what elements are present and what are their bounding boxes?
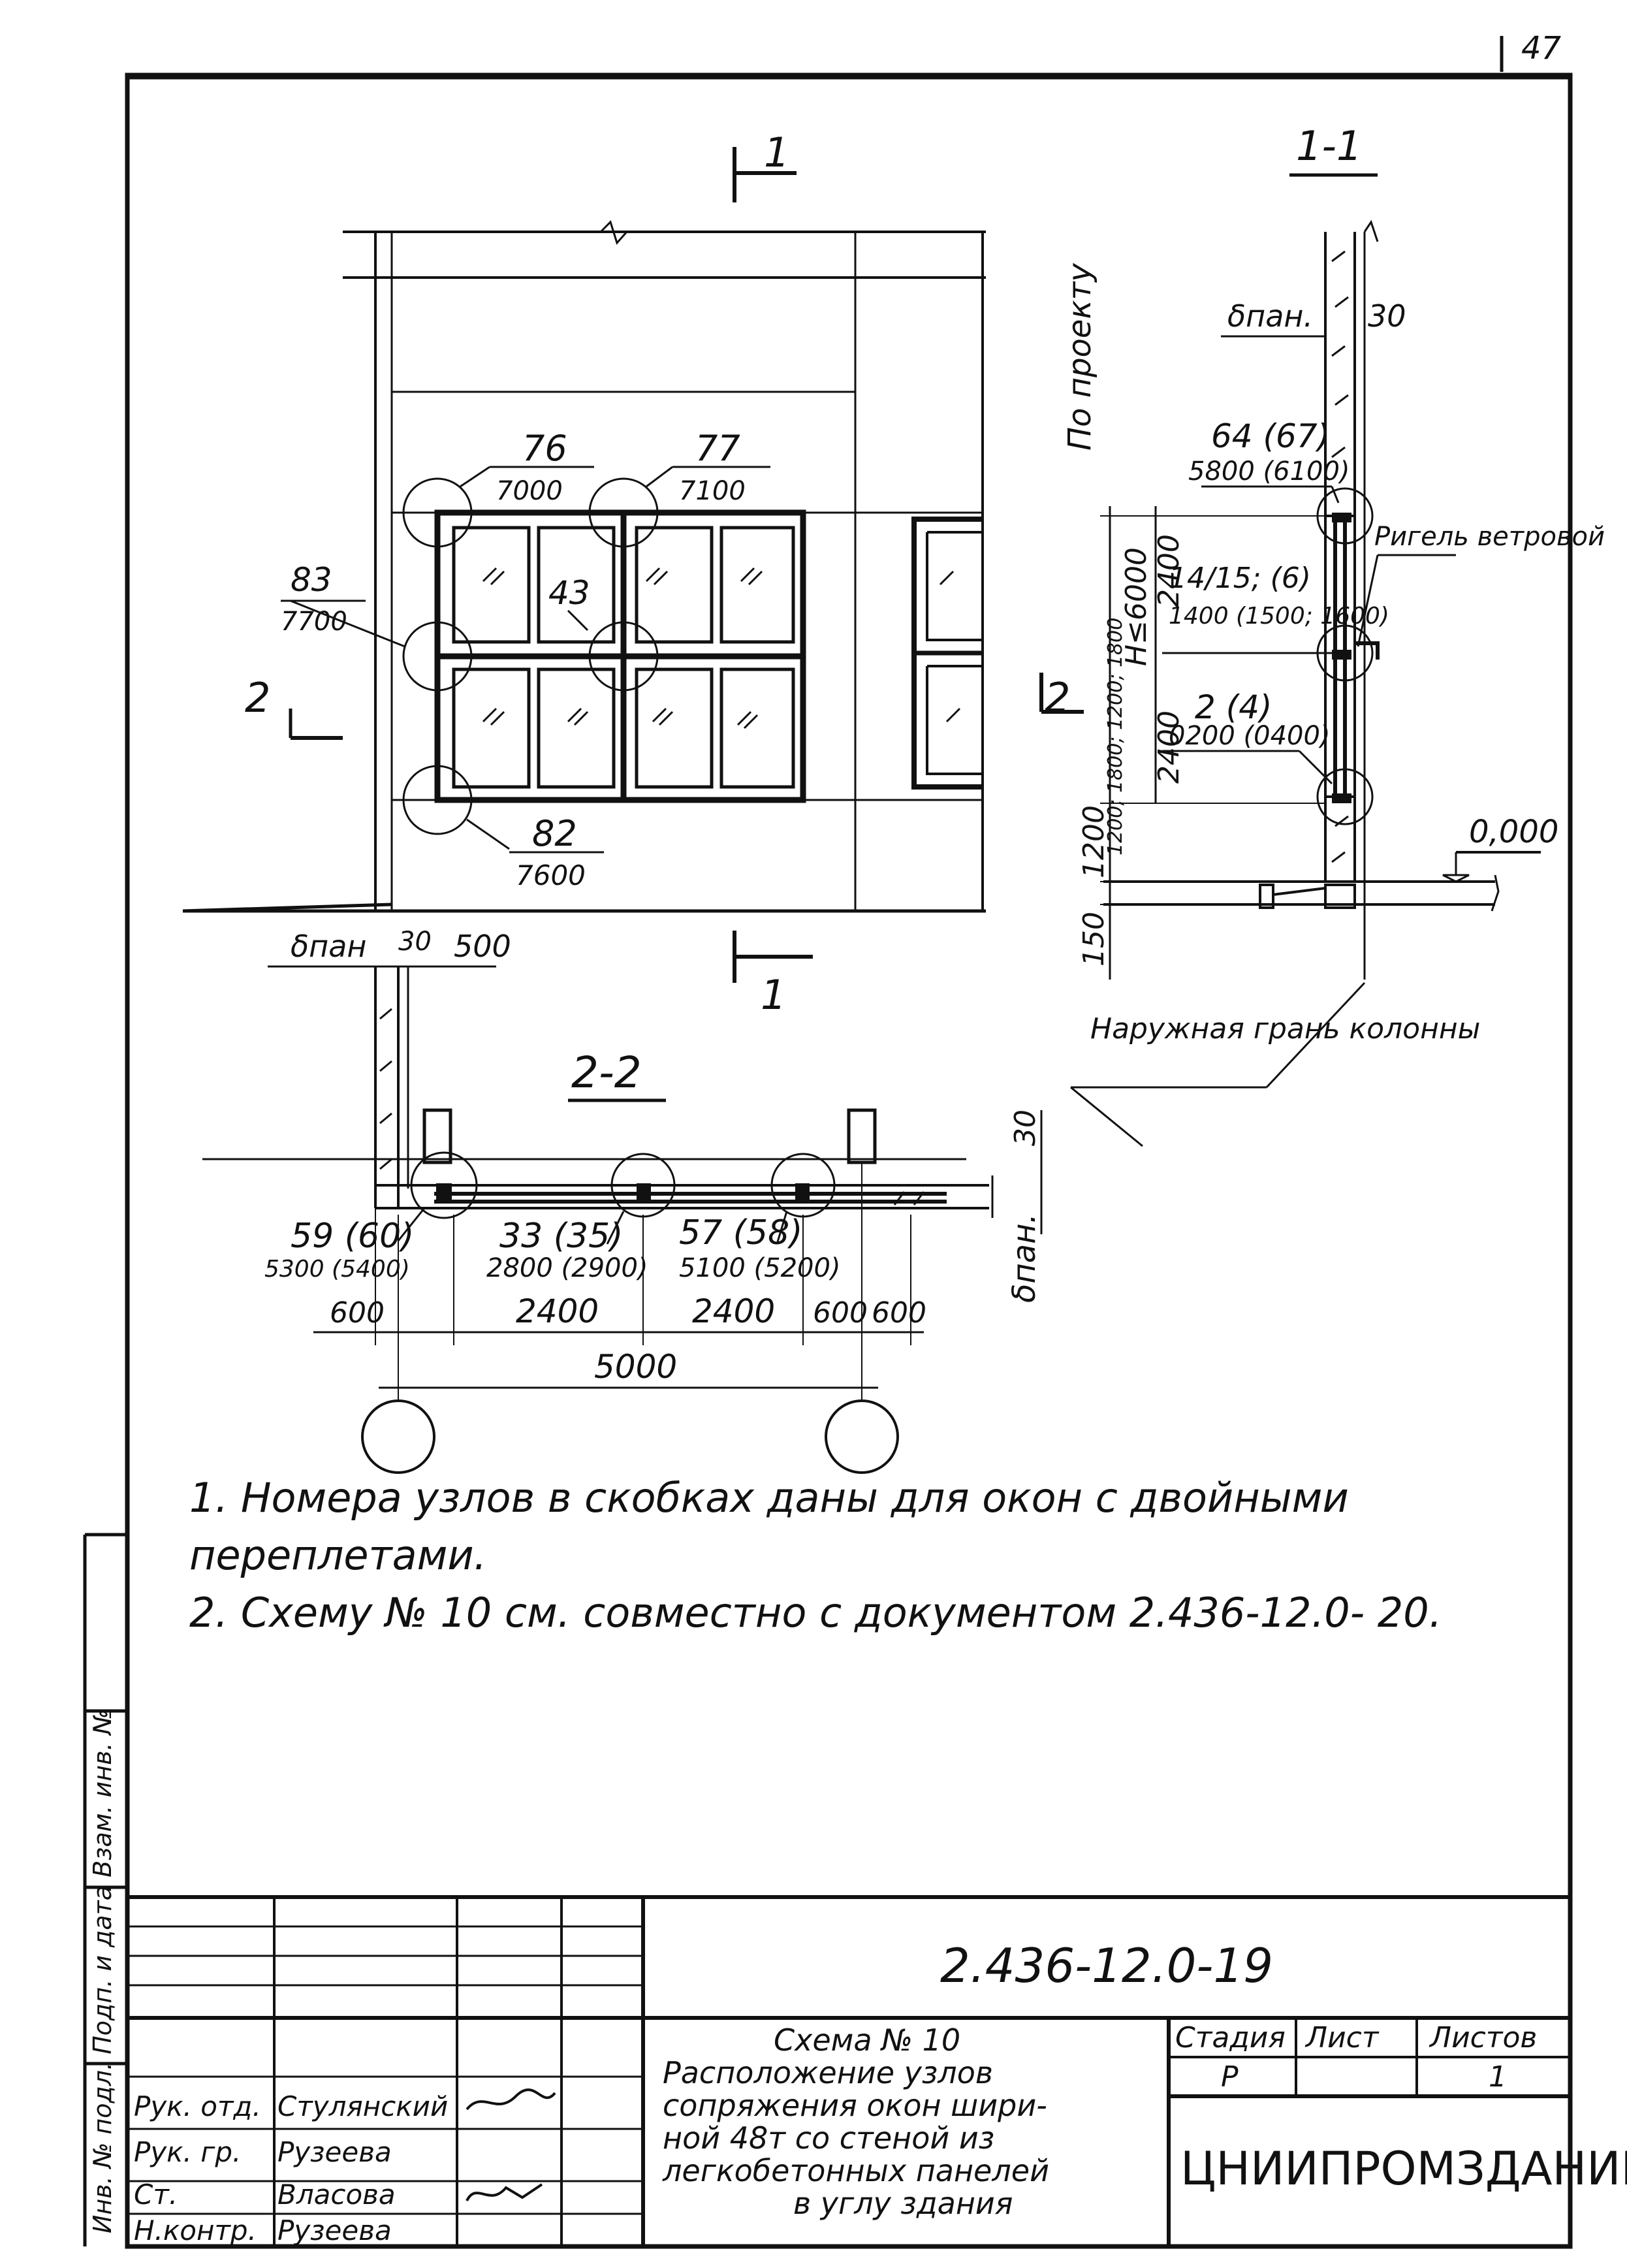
- callout-64: 64 (67): [1211, 417, 1330, 455]
- title-block: 2.436-12.0-19 Схема № 10 Расположение уз…: [127, 1895, 1627, 2246]
- callout-82: 82: [532, 813, 577, 854]
- title-line-1: Схема № 10: [774, 2022, 960, 2058]
- outer-face-label-1: Наружная грань колонны: [1090, 1012, 1480, 1046]
- dim-2400-b: 2400: [692, 1292, 775, 1330]
- sig-name-2: Рузеева: [277, 2136, 392, 2168]
- dim-150: 150: [1077, 912, 1111, 966]
- section-2-2: 2-2 δпан 30 500: [202, 927, 1043, 1474]
- callout-33-sub: 2800 (2900): [486, 1253, 648, 1283]
- thickness-label-11: δпан.: [1227, 298, 1313, 334]
- dim-1200: 1200: [1077, 805, 1111, 878]
- height-label: Н≤6000: [1120, 547, 1153, 666]
- side-stamp: Инв. № подл. Подп. и дата Взам. инв. №: [83, 1533, 127, 2246]
- callout-2-sub: 0200 (0400): [1169, 721, 1331, 751]
- callout-82-sub: 7600: [516, 859, 586, 891]
- title-line-3: сопряжения окон шири-: [663, 2088, 1047, 2123]
- callout-77: 77: [695, 428, 740, 469]
- stage-header: Стадия: [1175, 2021, 1286, 2054]
- sig-role-3: Ст.: [134, 2179, 178, 2211]
- notes-block: 1. Номера узлов в скобках даны для окон …: [189, 1469, 1528, 1642]
- dim-2400-a: 2400: [516, 1292, 599, 1330]
- callout-76: 76: [522, 428, 567, 469]
- callout-14-sub: 1400 (1500; 1600): [1169, 603, 1389, 630]
- thickness-label-22-right: δпан.: [1006, 1213, 1043, 1303]
- sig-name-4: Рузеева: [277, 2214, 392, 2246]
- side-stamp-text: Инв. № подл. Подп. и дата Взам. инв. №: [88, 1709, 117, 2233]
- sig-name-3: Власова: [277, 2179, 396, 2211]
- callout-76-sub: 7000: [496, 476, 563, 506]
- signature-mark-3: [466, 2183, 543, 2201]
- dim-2400-lower: 2400: [1152, 711, 1186, 784]
- by-project-label: По проекту: [1062, 263, 1098, 451]
- sheets-value: 1: [1489, 2060, 1507, 2094]
- level-label: 0,000: [1469, 814, 1558, 850]
- callout-14: 14/15; (6): [1169, 562, 1311, 595]
- thickness-label-22: δпан: [291, 929, 366, 964]
- note-2: 2. Схему № 10 см. совместно с документом…: [189, 1589, 1442, 1637]
- page-number: 47: [1521, 30, 1562, 67]
- dim-600-c: 600: [872, 1296, 926, 1330]
- dim-600-b: 600: [813, 1296, 868, 1330]
- dim-5000: 5000: [594, 1348, 677, 1386]
- section-mark-top: 1: [764, 129, 789, 176]
- dim-30-right: 30: [1009, 1110, 1042, 1146]
- callout-2: 2 (4): [1195, 688, 1272, 726]
- dim-500: 500: [454, 929, 511, 964]
- dims-range: 1200; 1800; 1200; 1800: [1104, 618, 1127, 855]
- sheet-header: Лист: [1304, 2021, 1380, 2054]
- org-name: ЦНИИПРОМЗДАНИЙ: [1180, 2142, 1627, 2196]
- callout-59: 59 (60): [291, 1217, 414, 1256]
- note-1-cont: переплетами.: [189, 1531, 487, 1579]
- sig-role-4: Н.контр.: [134, 2214, 257, 2246]
- section-mark-right: 2: [1045, 674, 1070, 722]
- callout-83: 83: [291, 561, 332, 599]
- callout-64-sub: 5800 (6100): [1188, 456, 1350, 487]
- callout-43: 43: [548, 574, 590, 612]
- title-line-5: легкобетонных панелей: [662, 2153, 1049, 2188]
- sheets-header: Листов: [1429, 2021, 1537, 2054]
- section-2-2-title: 2-2: [571, 1047, 642, 1098]
- dim-30-22: 30: [398, 927, 432, 957]
- dim-600-a: 600: [330, 1296, 385, 1330]
- dim-2400-upper: 2400: [1152, 534, 1186, 607]
- section-mark-bottom: 1: [761, 971, 786, 1019]
- callout-57-sub: 5100 (5200): [679, 1253, 841, 1283]
- sig-name-1: Стулянский: [277, 2090, 448, 2122]
- elevation-view: 76 7000 77 7100 83 7700 43 82 7600 1 1 2…: [182, 129, 1084, 1019]
- section-1-1-title: 1-1: [1296, 122, 1362, 170]
- doc-code: 2.436-12.0-19: [940, 1938, 1273, 1993]
- callout-57: 57 (58): [679, 1213, 802, 1253]
- note-1: 1. Номера узлов в скобках даны для окон …: [189, 1474, 1349, 1522]
- section-mark-left: 2: [245, 674, 270, 722]
- title-line-6: в углу здания: [793, 2186, 1013, 2221]
- rigel-label: Ригель ветровой: [1374, 522, 1605, 552]
- signature-mark-1: [466, 2088, 556, 2111]
- title-line-2: Расположение узлов: [663, 2055, 993, 2090]
- callout-59-sub: 5300 (5400): [264, 1256, 410, 1283]
- section-1-1: 1-1 64 (67): [1062, 122, 1605, 1147]
- stage-value: Р: [1221, 2060, 1239, 2094]
- callout-83-sub: 7700: [281, 607, 347, 637]
- dim-30-11: 30: [1368, 298, 1406, 334]
- callout-77-sub: 7100: [679, 476, 746, 506]
- sig-role-1: Рук. отд.: [134, 2090, 261, 2122]
- title-line-4: ной 48т со стеной из: [663, 2120, 994, 2156]
- sig-role-2: Рук. гр.: [134, 2136, 241, 2168]
- callout-33: 33 (35): [499, 1217, 623, 1256]
